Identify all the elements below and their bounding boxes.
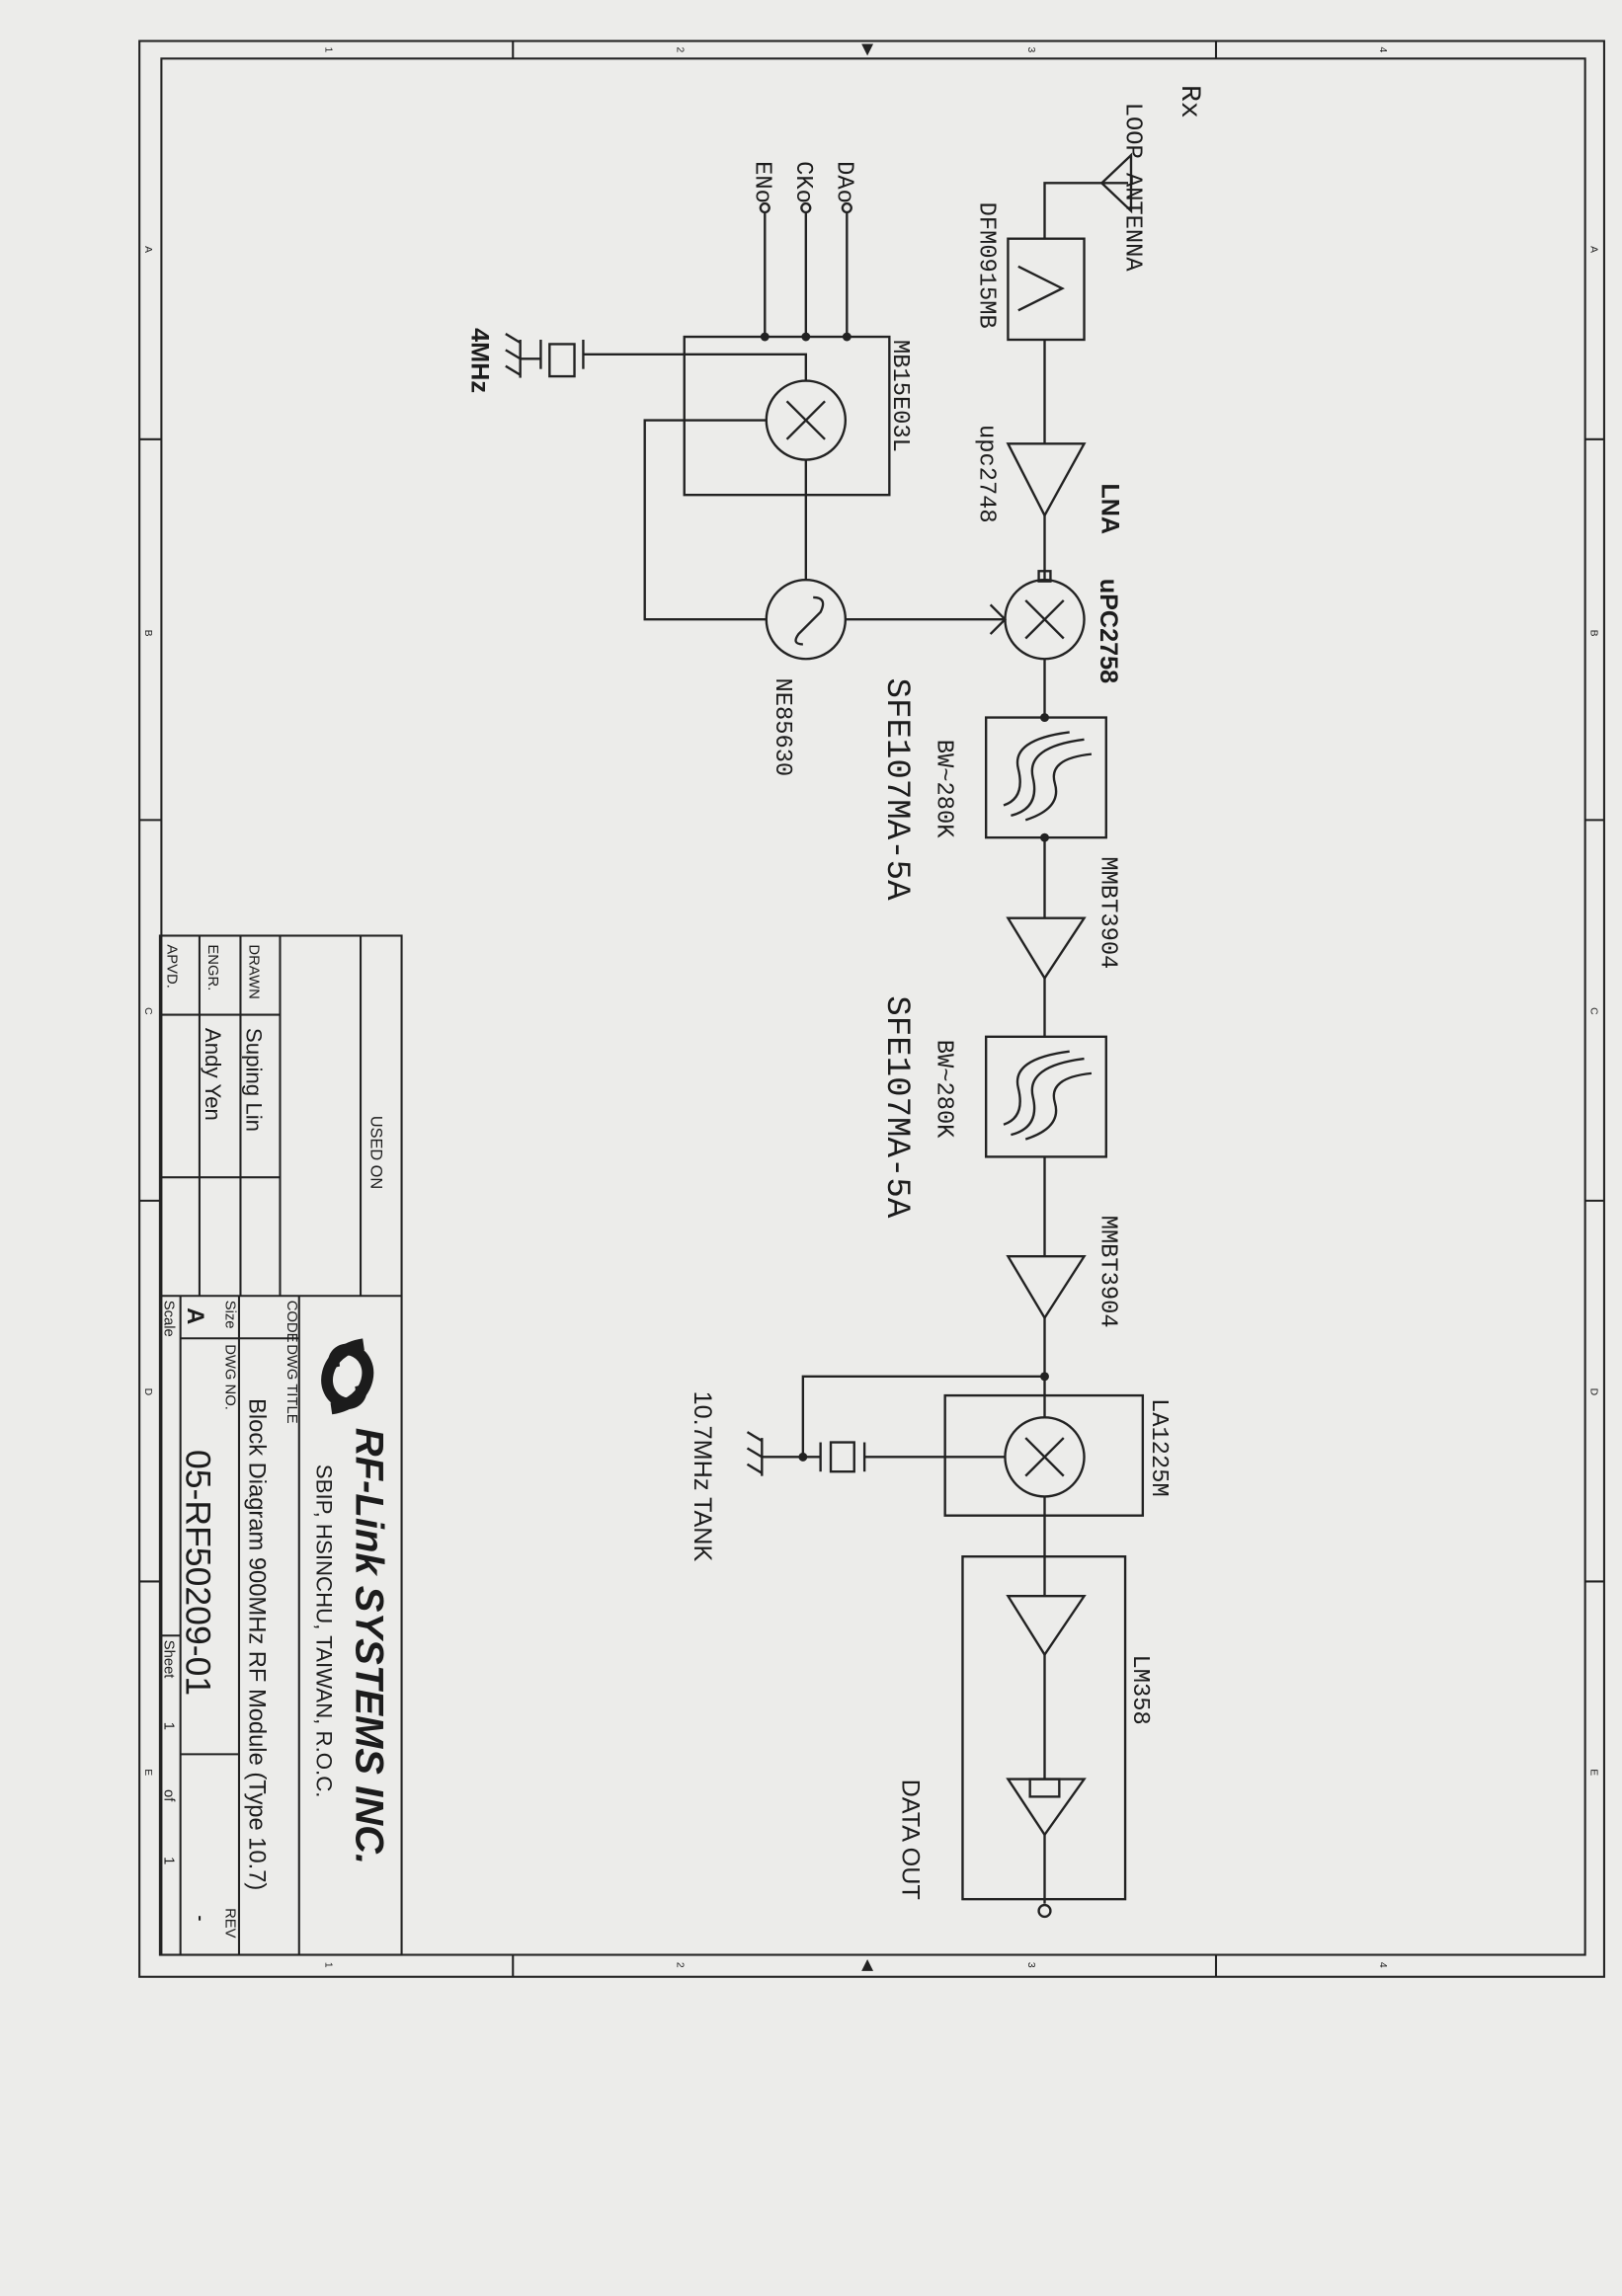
- sheet-number: 1: [160, 1722, 176, 1730]
- amp-1-part: MMBT3904: [1094, 856, 1120, 969]
- zone-col-4-bottom: 4: [1377, 1962, 1388, 1968]
- if-filter-1-part: SFE107MA-5A: [877, 678, 915, 902]
- rev-label: REV: [222, 1908, 238, 1939]
- sheet-total: 1: [160, 1857, 176, 1864]
- zone-row-c: C: [142, 1007, 153, 1015]
- apvd-label: APVD.: [163, 944, 179, 988]
- zone-row-d: D: [142, 1388, 153, 1395]
- used-on-label: USED ON: [366, 1116, 384, 1189]
- opamp-part: LM358: [1126, 1655, 1153, 1725]
- mixer-2-part: LA1225M: [1145, 1398, 1172, 1497]
- size-value: A: [182, 1307, 207, 1324]
- dwg-no: 05-RF50209-01: [179, 1450, 218, 1696]
- if-filter-2-bw: BW~280K: [930, 1040, 956, 1139]
- title-block: USED ON DRAWN Suping Lin ENGR. Andy Yen …: [158, 934, 403, 1956]
- loop-antenna-symbol: [1043, 152, 1133, 239]
- amp-2-symbol: [1006, 1255, 1087, 1320]
- lna-amplifier-symbol: [1006, 442, 1087, 518]
- if-filter-2-part: SFE107MA-5A: [877, 995, 915, 1219]
- zone-col-4: 4: [1377, 46, 1388, 52]
- engr-label: ENGR.: [204, 944, 220, 990]
- if-filter-2-block: [985, 1035, 1107, 1158]
- zone-row-b-right: B: [1588, 630, 1599, 637]
- zone-row-b: B: [142, 630, 153, 637]
- mixer-1-symbol: [1004, 578, 1086, 661]
- pll-pin-da: DAo: [830, 161, 856, 203]
- dwg-title: Block Diagram 900MHz RF Module (Type 10.…: [243, 1398, 269, 1890]
- zone-row-c-right: C: [1588, 1007, 1599, 1015]
- lo-section: [505, 201, 1008, 661]
- zone-row-e: E: [142, 1769, 153, 1776]
- zone-col-2: 2: [674, 46, 685, 52]
- bandpass-filter-block: [1007, 237, 1086, 342]
- zone-col-2-bottom: 2: [674, 1962, 685, 1968]
- scale-label: Scale: [160, 1301, 176, 1337]
- lna-label: LNA: [1095, 483, 1123, 534]
- zone-row-a: A: [142, 246, 153, 253]
- sheet-label: Sheet: [160, 1640, 176, 1679]
- pll-pin-ck: CKo: [789, 161, 816, 203]
- drawn-value: Suping Lin: [241, 1028, 266, 1132]
- mixer-2-symbol: [1004, 1416, 1086, 1498]
- reference-crystal: [505, 333, 807, 381]
- pll-ic-box: [683, 335, 891, 497]
- mixer-1-part: uPC2758: [1095, 579, 1122, 683]
- company-address: SBIP, HSINCHU, TAIWAN, R.O.C.: [312, 1465, 337, 1798]
- center-mark-top: [861, 43, 874, 56]
- tank-crystal: [746, 1375, 1045, 1476]
- size-label: Size: [222, 1301, 238, 1329]
- zone-col-3-bottom: 3: [1025, 1962, 1036, 1968]
- rx-label: Rx: [1174, 85, 1204, 119]
- if-filter-1-bw: BW~280K: [930, 740, 956, 838]
- opamp-1-symbol: [1006, 1595, 1087, 1657]
- antenna-label: LOOP ANTENNA: [1119, 103, 1146, 273]
- bandpass-filter-label: DFM0915MB: [972, 202, 999, 329]
- data-out-terminal: [1037, 1903, 1052, 1919]
- amp-2-part: MMBT3904: [1094, 1216, 1120, 1328]
- drawn-label: DRAWN: [245, 944, 261, 998]
- pll-phase-detector-symbol: [765, 379, 848, 461]
- if-filter-1-block: [985, 716, 1107, 839]
- zone-row-d-right: D: [1588, 1388, 1599, 1395]
- engr-value: Andy Yen: [201, 1028, 225, 1121]
- code-label: CODE: [284, 1301, 299, 1343]
- zone-col-1-bottom: 1: [322, 1962, 333, 1968]
- lna-part-label: upc2748: [972, 425, 999, 523]
- zone-row-a-right: A: [1588, 246, 1599, 253]
- data-out-label: DATA OUT: [897, 1780, 925, 1900]
- dwg-title-label: DWG TITLE: [284, 1344, 299, 1423]
- dwg-no-label: DWG NO.: [222, 1344, 238, 1410]
- zone-col-1: 1: [322, 46, 333, 52]
- comparator-symbol: [1006, 1778, 1087, 1838]
- sheet-of: of: [160, 1789, 176, 1802]
- drawing-frame: 1 2 3 4 1 2 3 4 A B C D E A B C D E: [138, 40, 1605, 1978]
- company-logo: [321, 1338, 374, 1415]
- center-mark-bottom: [861, 1958, 874, 1971]
- signal-chain: [746, 152, 1145, 1919]
- pll-part-label: MB15E03L: [886, 340, 913, 452]
- vco-part-label: NE85630: [769, 678, 795, 777]
- vco-oscillator-symbol: [765, 578, 848, 661]
- rev-value: -: [191, 1915, 210, 1921]
- pll-pin-en: ENo: [748, 161, 774, 203]
- amp-1-symbol: [1006, 916, 1087, 981]
- zone-row-e-right: E: [1588, 1769, 1599, 1776]
- pll-crystal-label: 4MHz: [466, 328, 494, 393]
- zone-col-3: 3: [1025, 46, 1036, 52]
- company-name: RF-Link SYSTEMS INC.: [348, 1428, 391, 1864]
- tank-label: 10.7MHz TANK: [689, 1391, 716, 1562]
